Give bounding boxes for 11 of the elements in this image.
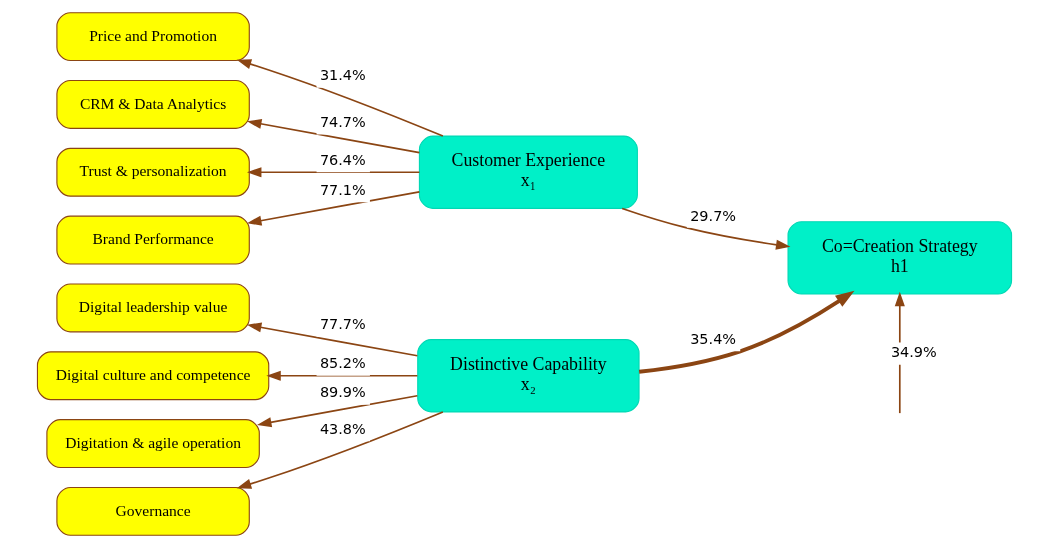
edge-label: 77.1% [319,181,366,198]
edge-label: 89.9% [319,384,366,401]
edge-label: 31.4% [319,67,366,84]
edge-label: 74.7% [319,114,366,131]
edge-label: 77.7% [319,316,366,333]
edge-label: 43.8% [319,421,366,438]
edge-label: 35.4% [689,330,736,347]
edge-label: 85.2% [319,355,366,372]
edge-label: 29.7% [689,207,736,224]
edge-label: 34.9% [890,344,937,361]
edge-label: 76.4% [319,151,366,168]
